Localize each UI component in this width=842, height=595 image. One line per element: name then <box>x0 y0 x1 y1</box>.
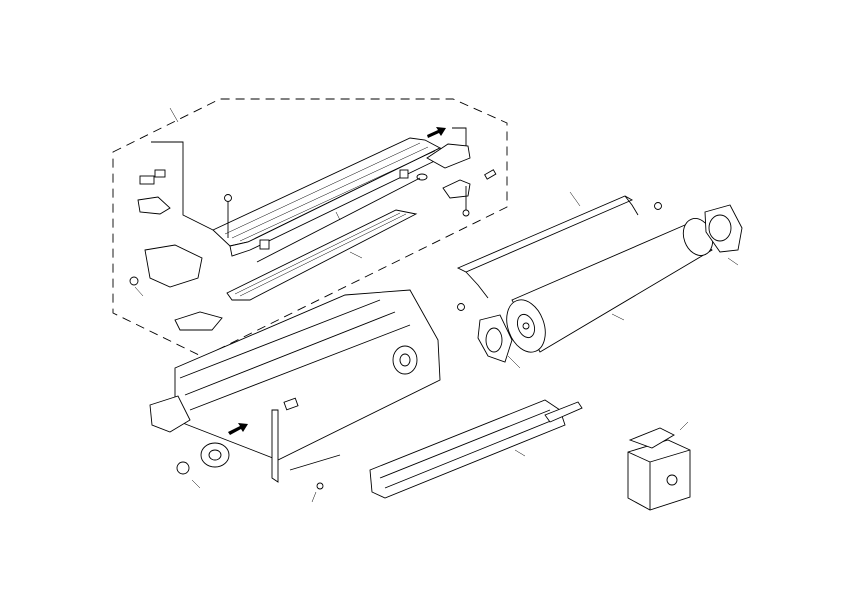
drum-flange-left <box>477 314 513 363</box>
screw-icon <box>457 303 465 311</box>
small-parts-left <box>129 169 428 331</box>
subassembly-boundary <box>112 98 508 358</box>
main-unit-frame <box>149 289 441 490</box>
drum-cover-rail <box>456 195 639 299</box>
toner-bottle <box>627 427 691 511</box>
leader-line <box>169 107 179 123</box>
leader-lines <box>134 191 739 503</box>
exposure-rail-assembly <box>151 127 467 257</box>
bracket-right <box>426 143 497 217</box>
drum-flange-right <box>704 204 743 253</box>
development-roller-assembly <box>369 399 583 499</box>
screw-icon <box>654 202 662 210</box>
arrow-icon <box>228 423 248 435</box>
flat-cable <box>226 209 418 301</box>
drum <box>506 218 714 353</box>
arrow-icon <box>427 127 446 138</box>
